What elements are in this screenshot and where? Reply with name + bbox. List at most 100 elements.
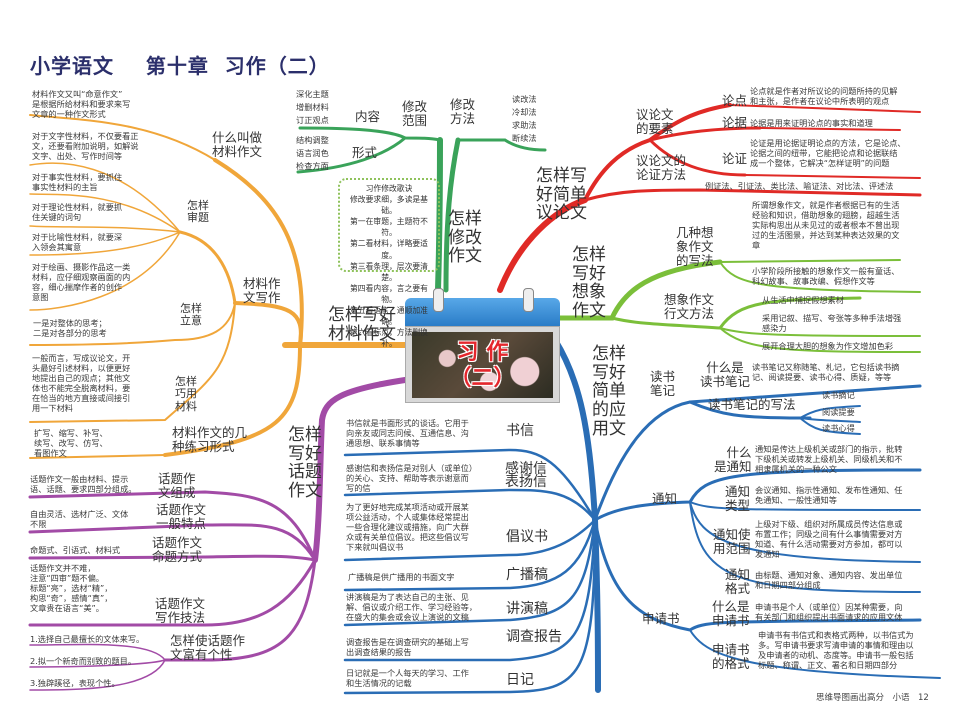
notice-label: 通知 [652, 491, 678, 506]
diary-text: 日记就是一个人每天的学习、工作 和生活情况的记载 [346, 668, 469, 688]
material-idea-label: 怎样 立意 [180, 302, 202, 328]
lunju-label: 论据 [722, 115, 748, 130]
proposal-label: 倡议书 [506, 529, 548, 545]
speech-label: 讲演稿 [506, 601, 548, 617]
letter-text: 书信就是书面形式的谈话。它用于 向亲友或同志问候、互通信息、沟 通思想、联系事情… [346, 418, 469, 448]
material-practice-label: 材料作文的几 种练习形式 [172, 425, 248, 454]
notes-how-item: 读书摘记 [822, 390, 855, 400]
material-review-item: 对于绘画、摄影作品这一类 材料，应仔细观察画面的内 容，细心揣摩作者的创作 意图 [32, 262, 131, 302]
topic-label: 习作（二） [224, 54, 330, 78]
imagine-kinds-label: 几种想 象作文 的写法 [676, 225, 714, 268]
diary-label: 日记 [506, 672, 534, 688]
topic-item-label: 话题作文 一般特点 [156, 502, 207, 531]
material-review-item: 对于文字性材料，不仅要看正 文，还要看附加说明，如解说 文字、出处、写作时间等 [32, 131, 139, 161]
material-idea-text: 一是对整体的思考； 二是对各部分的思考 [33, 318, 107, 338]
broadcast-text: 广播稿是供广播用的书面文字 [348, 572, 455, 582]
lundian-text: 论点就是作者对所议论的问题所持的见解 和主张，是作者在议论中所表明的观点 [750, 86, 898, 106]
center-calendar: 习 作 （二） [405, 288, 560, 403]
speech-text: 讲演稿是为了表达自己的主张、见 解、倡议或介绍工作、学习经验等， 在盛大的集会或… [346, 592, 478, 622]
material-practice-text: 扩写、缩写、补写、 续写、改写、仿写、 看图作文 [34, 428, 108, 458]
chapter-label: 第十章 [145, 54, 209, 78]
survey-report-label: 调查报告 [506, 629, 562, 645]
calendar-header [405, 298, 560, 326]
notes-how-item: 读书心得 [822, 423, 855, 433]
calendar-ring-icon [433, 288, 444, 312]
notice-types-label: 通知 类型 [725, 484, 751, 513]
topic-item-text: 命题式、引语式、材料式 [30, 545, 121, 555]
branch-argument-title: 怎样写 好简单 议论文 [536, 166, 587, 224]
imagine-types: 小学阶段所接触的想象作文一般有童话、 科幻故事、故事改编、假想作文等 [752, 266, 900, 286]
material-review-label: 怎样 审题 [187, 199, 209, 225]
imagine-method-item: 从生活中捕捉假想素材 [762, 295, 844, 305]
revise-content-items: 深化主题 增删材料 订正观点 [296, 89, 329, 125]
proposal-text: 为了更好地完成某项活动或开展某 项公益活动，个人或集体经常提出 一些合理化建议或… [346, 502, 469, 552]
application-format-text: 申请书有书信式和表格式两种，以书信式为 多。写申请书要求写清申请的事情和理由以 … [758, 630, 914, 670]
topic-item-label: 话题作 文组成 [158, 471, 196, 500]
revise-form-items: 结构调整 语言润色 检查方面 [296, 135, 329, 171]
blossom-photo: 习 作 （二） [412, 332, 553, 398]
revise-method-items: 读改法 冷却法 求助法 断续法 [512, 94, 537, 143]
notes-how-item: 阅读提要 [822, 407, 855, 417]
revise-form-label: 形式 [352, 145, 378, 160]
topic-personality-label: 怎样使话题作 文富有个性 [170, 633, 246, 662]
branch-material-title: 怎样写好 材料作文 [328, 305, 396, 344]
lunzheng-label: 论证 [722, 151, 748, 166]
application-label: 申请书 [642, 611, 680, 626]
material-review-item: 对于理论性材料，就要抓 住关键的词句 [32, 202, 123, 222]
topic-item-label: 话题作文 命题方式 [152, 535, 203, 564]
imagine-definition: 所谓想象作文，就是作者根据已有的生活 经验和知识，借助想象的翅膀，超越生活 实际… [752, 200, 900, 250]
material-use-label: 怎样 巧用 材料 [175, 375, 197, 413]
center-label: 习 作 （二） [412, 340, 553, 392]
argument-methods-text: 例证法、引证法、类比法、喻证法、对比法、评述法 [705, 181, 894, 191]
argument-elements-label: 议论文 的要素 [636, 107, 674, 136]
application-what-label: 什么是 申请书 [712, 599, 750, 628]
topic-personality-item: 2.拟一个新奇而别致的题目。 [30, 656, 137, 666]
material-review-item: 对于事实性材料，要抓住 事实性材料的主旨 [32, 172, 123, 192]
notice-what-text: 通知是传达上级机关或部门的指示，批转 下级机关或转发上级机关、同级机关和不 相隶… [755, 444, 903, 474]
topic-item-text: 自由灵活、选材广泛、文体 不限 [30, 509, 129, 529]
calendar-body: 习 作 （二） [405, 326, 560, 403]
imagine-method-item: 采用记叙、描写、夸张等多种手法增强 感染力 [762, 313, 902, 333]
notice-what-label: 什么 是通知 [714, 445, 752, 474]
application-format-label: 申请书 的格式 [712, 642, 750, 671]
revise-method-label: 修改 方法 [450, 97, 476, 126]
material-use-text: 一般而言，写成议论文，开 头最好引述材料，以便更好 地提出自己的观点；其他文 体… [32, 353, 131, 413]
application-what-text: 申请书是个人（或单位）因某种需要，向 有关部门和组织提出书面请求的应用文体 [755, 602, 903, 622]
argument-methods-label: 议论文的 论证方法 [636, 153, 687, 182]
lunzheng-text: 论证是用论据证明论点的方法，它是论点、 论据之间的纽带，它能把论点和论据联结 成… [750, 138, 906, 168]
topic-personality-item: 3.独辟蹊径，表现个性。 [30, 678, 120, 688]
calendar-ring-icon [523, 288, 534, 312]
revise-content-label: 内容 [355, 109, 381, 124]
page-title: 小学语文 第十章 习作（二） [30, 50, 330, 79]
broadcast-label: 广播稿 [506, 567, 548, 583]
lundian-label: 论点 [722, 93, 748, 108]
imagine-method-label: 想象作文 行文方法 [664, 292, 715, 321]
topic-item-label: 话题作文 写作技法 [155, 596, 206, 625]
material-what-text: 材料作文又叫“命意作文” 是根据所给材料和要求来写 文章的一种作文形式 [32, 89, 131, 119]
material-review-item: 对于比喻性材料，就要深 入领会其寓意 [32, 232, 123, 252]
center-label-line1: 习 作 [456, 340, 509, 365]
topic-item-text: 话题作文一般由材料、提示 语、话题、要求四部分组成。 [30, 474, 137, 494]
branch-imagine-title: 怎样 写好 想象 作文 [572, 245, 606, 322]
notice-scope-label: 通知使 用范围 [713, 527, 751, 556]
notice-format-text: 由标题、通知对象、通知内容、发出单位 和日期四部分组成 [755, 570, 903, 590]
notice-types-text: 会议通知、指示性通知、发布性通知、任 免通知、一般性通知等 [755, 485, 903, 505]
survey-report-text: 调查报告是在调查研究的基础上写 出调查结果的报告 [346, 637, 469, 657]
material-writing-label: 材料作 文写作 [243, 276, 281, 305]
topic-personality-item: 1.选择自己最擅长的文体来写。 [30, 634, 145, 644]
notice-scope-text: 上级对下级、组织对所属成员传达信息或 布置工作；同级之间有什么事情需要对方 知道… [755, 519, 903, 559]
notice-format-label: 通知 格式 [725, 567, 751, 596]
branch-topic-title: 怎样 写好 话题 作文 [288, 425, 322, 502]
subject-label: 小学语文 [30, 54, 114, 78]
branch-applied-title: 怎样 写好 简单 的应 用文 [592, 344, 626, 439]
lunju-text: 论据是用来证明论点的事实和道理 [750, 118, 873, 128]
notes-how-label: 读书笔记的写法 [708, 397, 796, 412]
notes-label: 读书 笔记 [650, 369, 676, 398]
center-label-line2: （二） [449, 366, 516, 391]
page-footer: 思维导图画出高分 小语 12 [816, 693, 929, 703]
notes-what-text: 读书笔记又称随笔、札记，它包括读书摘 记、阅读提要、读书心得、质疑，等等 [752, 362, 900, 382]
revise-poem-box: 习作修改歌诀 修改要求细，多读是基础。 第一在审题，主题符不符。 第二看材料，详… [338, 178, 440, 348]
notes-what-label: 什么是 读书笔记 [700, 360, 751, 389]
revise-scope-label: 修改 范围 [402, 99, 428, 128]
